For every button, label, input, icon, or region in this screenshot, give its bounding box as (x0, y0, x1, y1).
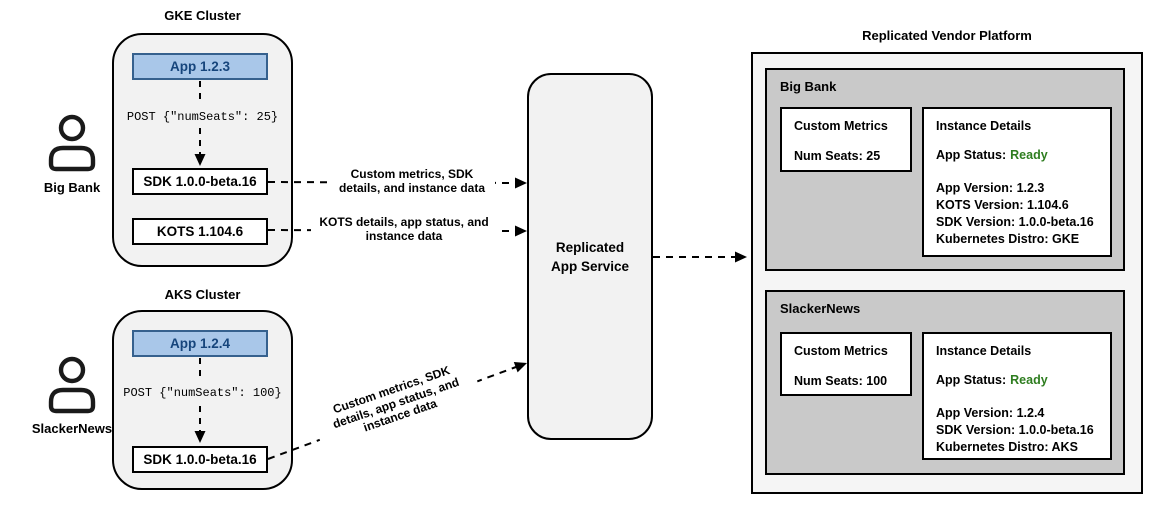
gke-app-box: App 1.2.3 (132, 53, 268, 80)
aks-sdk-box: SDK 1.0.0-beta.16 (132, 446, 268, 473)
aks-cluster-title: AKS Cluster (164, 287, 241, 302)
detail-line-kots-version: KOTS Version: 1.104.6 (936, 198, 1069, 212)
slackernews-user-icon (48, 356, 96, 414)
metrics-value: Num Seats: 25 (794, 149, 881, 163)
app-status-label: App Status: (936, 148, 1007, 162)
aks-app-box: App 1.2.4 (132, 330, 268, 357)
service-to-platform-arrowhead (735, 251, 747, 263)
slackernews-instance-details-box: Instance Details App Status:Ready App Ve… (922, 332, 1112, 460)
aks-sdk-to-service-arrowhead (513, 362, 527, 373)
gke-sdk-box: SDK 1.0.0-beta.16 (132, 168, 268, 195)
arrow-label-gke-kots: KOTS details, app status, and instance d… (311, 215, 497, 244)
app-status-value: Ready (1010, 148, 1048, 162)
details-title: Instance Details (936, 344, 1032, 358)
detail-line-sdk-version: SDK Version: 1.0.0-beta.16 (936, 215, 1094, 229)
detail-line-sdk-version: SDK Version: 1.0.0-beta.16 (936, 423, 1094, 437)
slackernews-custom-metrics-box: Custom Metrics Num Seats: 100 (780, 332, 912, 396)
app-status-label: App Status: (936, 373, 1007, 387)
metrics-title: Custom Metrics (794, 119, 888, 133)
gke-cluster-title: GKE Cluster (164, 8, 241, 23)
details-title: Instance Details (936, 119, 1032, 133)
detail-line-k8s-distro: Kubernetes Distro: AKS (936, 440, 1078, 454)
gke-sdk-to-service-arrowhead (515, 177, 527, 189)
detail-line-app-version: App Version: 1.2.4 (936, 406, 1045, 420)
metrics-value: Num Seats: 100 (794, 374, 888, 388)
customer-name-big-bank: Big Bank (780, 79, 837, 94)
gke-kots-box: KOTS 1.104.6 (132, 218, 268, 245)
app-status-value: Ready (1010, 373, 1048, 387)
customer-name-slackernews: SlackerNews (780, 301, 861, 316)
detail-line-k8s-distro: Kubernetes Distro: GKE (936, 232, 1080, 246)
big-bank-instance-details-box: Instance Details App Status:Ready App Ve… (922, 107, 1112, 257)
gke-kots-to-service-arrowhead (515, 225, 527, 237)
big-bank-user-icon (48, 114, 96, 172)
vendor-platform-title: Replicated Vendor Platform (862, 28, 1032, 43)
arrow-label-gke-sdk: Custom metrics, SDK details, and instanc… (329, 167, 495, 196)
slackernews-user-label: SlackerNews (31, 421, 113, 436)
replicated-app-service-box: Replicated App Service (527, 73, 653, 440)
arrow-label-aks-sdk: Custom metrics, SDK details, app status,… (309, 355, 483, 451)
detail-line-app-version: App Version: 1.2.3 (936, 181, 1045, 195)
aks-post-request: POST {"numSeats": 100} (123, 386, 282, 400)
big-bank-custom-metrics-box: Custom Metrics Num Seats: 25 (780, 107, 912, 172)
gke-post-request: POST {"numSeats": 25} (126, 110, 279, 124)
replicated-app-service-label: Replicated App Service (550, 239, 630, 274)
app-status-line: App Status:Ready (936, 147, 1106, 164)
metrics-title: Custom Metrics (794, 344, 888, 358)
big-bank-user-label: Big Bank (43, 180, 101, 195)
app-status-line: App Status:Ready (936, 372, 1106, 389)
